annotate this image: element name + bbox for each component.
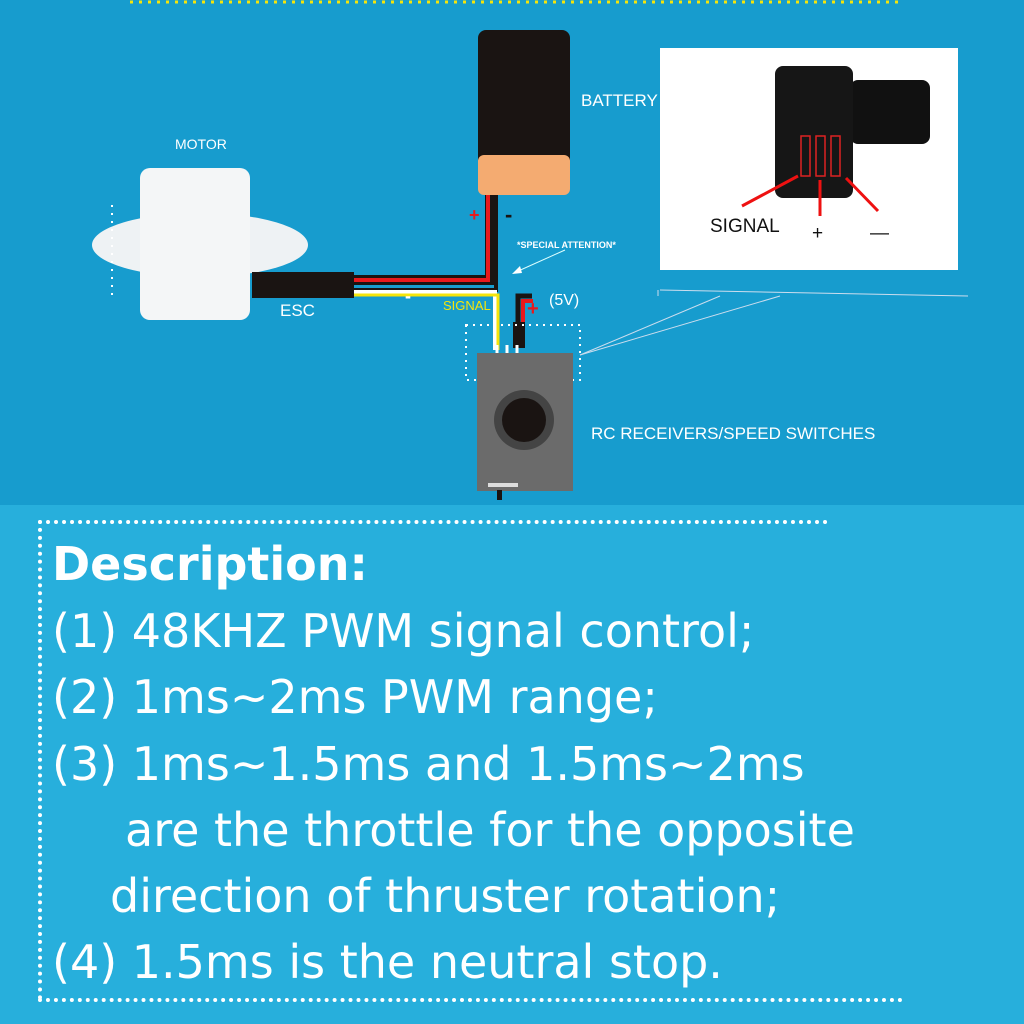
receiver-photo-icon bbox=[741, 66, 930, 216]
receiver-label: RC RECEIVERS/SPEED SWITCHES bbox=[591, 424, 876, 443]
esc-icon bbox=[252, 272, 354, 298]
battery-minus-label: - bbox=[505, 202, 513, 227]
esc-label: ESC bbox=[280, 301, 315, 320]
positive-wire bbox=[354, 190, 490, 282]
description-border bbox=[38, 520, 828, 1000]
description-title: Description: bbox=[52, 537, 368, 591]
special-attention-label: *SPECIAL ATTENTION* bbox=[517, 240, 616, 250]
description-line: (4) 1.5ms is the neutral stop. bbox=[52, 935, 723, 989]
description-line: (1) 48KHZ PWM signal control; bbox=[52, 604, 755, 658]
battery-icon bbox=[478, 30, 570, 195]
signal-label: SIGNAL bbox=[443, 298, 491, 313]
description-line: (2) 1ms~2ms PWM range; bbox=[52, 670, 658, 724]
inset-signal-label: SIGNAL bbox=[710, 216, 780, 237]
voltage-label: (5V) bbox=[549, 292, 580, 309]
signal-minus-label: - bbox=[405, 286, 411, 306]
wiring-graphics bbox=[92, 0, 969, 500]
description-panel bbox=[0, 505, 1024, 1024]
inset-plus-label: + bbox=[812, 223, 824, 244]
battery-plus-label: + bbox=[469, 205, 480, 225]
description-border-bottom bbox=[38, 998, 903, 1002]
motor-icon bbox=[92, 168, 308, 320]
inset-minus-label: — bbox=[870, 223, 889, 244]
description-line: (3) 1ms~1.5ms and 1.5ms~2ms bbox=[52, 737, 805, 791]
battery-label: BATTERY bbox=[581, 91, 658, 110]
receiver-icon bbox=[477, 345, 573, 500]
5v-plus-label: + bbox=[527, 298, 539, 320]
signal-wire bbox=[354, 293, 500, 350]
receiver-photo-inset: SIGNAL + — bbox=[660, 48, 958, 270]
description-line: are the throttle for the opposite bbox=[125, 803, 855, 857]
motor-label: MOTOR bbox=[175, 136, 227, 152]
description-line: direction of thruster rotation; bbox=[110, 869, 781, 923]
